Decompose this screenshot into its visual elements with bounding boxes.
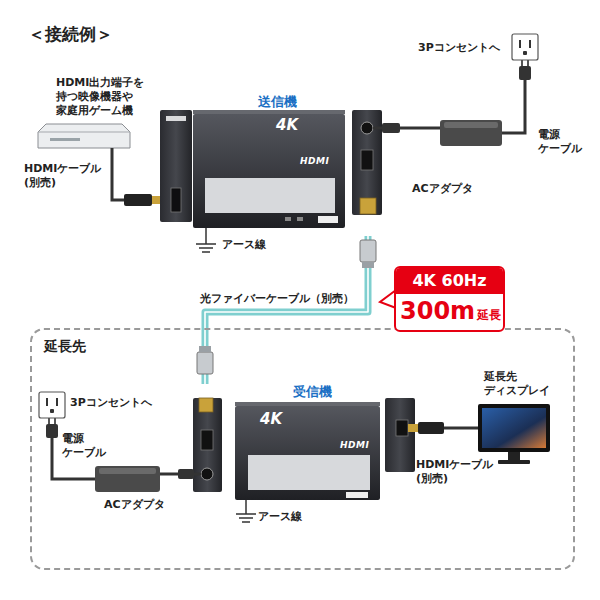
extension-area: 延長先受信機 4K HDMI [30,328,575,570]
ground-note: アース線 [258,510,302,524]
device-note: HDMI出力端子を 持つ映像機器や 家庭用ゲーム機 [56,76,160,117]
display [478,404,550,464]
adapter-note: ACアダプタ [104,498,165,512]
adapter-note: ACアダプタ [412,182,473,196]
diagram-title: ＜接続例＞ [28,24,113,45]
power-cable-note: 電源 ケーブル [538,128,594,156]
source-device [38,124,130,148]
optical-fiber-cable [205,236,368,384]
receiver-unit: 受信機 4K HDMI [190,384,418,504]
outlet-note: 3Pコンセントへ [70,396,152,410]
cable-note: HDMIケーブル (別売) [416,458,496,486]
spec-callout: 4K 60Hz300m延長 [394,266,505,332]
ground-note: アース線 [222,238,266,252]
resolution-mark: 4K [260,410,282,429]
outlet-note: 3Pコンセントへ [418,41,500,55]
hdmi-cable [112,148,160,206]
area-heading: 延長先 [44,338,86,356]
power-supply [39,392,201,492]
hdmi-logo: HDMI [340,440,369,451]
resolution-mark: 4K [276,116,298,135]
spec-band: 4K 60Hz [396,268,503,294]
power-cable-note: 電源 ケーブル [62,432,118,460]
spec-row: 300m延長 [396,294,503,330]
transmitter-unit: 送信機 4K HDMI [158,94,384,236]
transmitter-body [160,110,382,228]
cable-note: HDMIケーブル (別売) [24,162,110,190]
cable-label: 光ファイバーケーブル（別売） [198,292,356,306]
unit-heading: 受信機 [293,384,332,400]
hdmi-logo: HDMI [300,156,329,167]
display-note: 延長先 ディスプレイ [484,370,556,398]
unit-heading: 送信機 [258,94,297,110]
distance-value: 300m [400,297,475,325]
distance-unit: 延長 [477,308,501,322]
power-supply [373,34,538,146]
ground-wire [236,500,256,522]
ground-wire [196,228,216,252]
